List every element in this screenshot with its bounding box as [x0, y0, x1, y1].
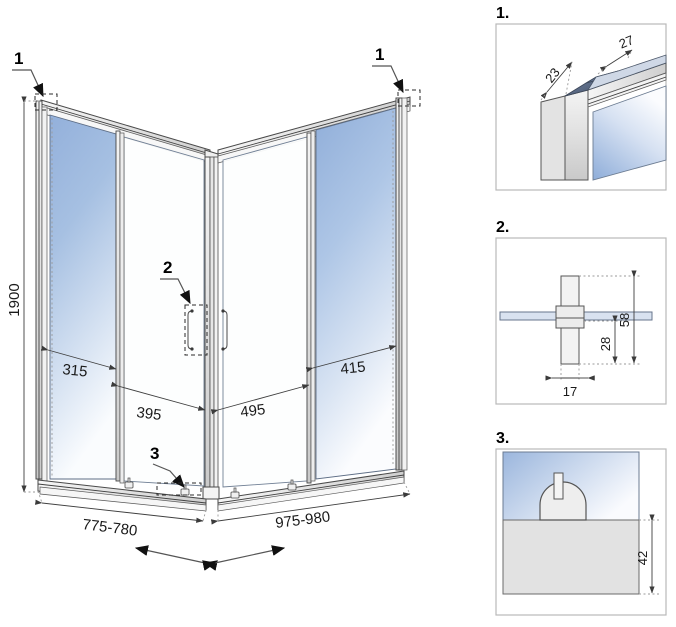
- callout-3: 3: [150, 444, 202, 496]
- dimension-label-415: 415: [340, 358, 367, 378]
- dimension-495: 495: [210, 384, 310, 421]
- right-mullion: [306, 130, 316, 484]
- detail-1-label-27: 27: [617, 32, 636, 51]
- callout-1-right-label: 1: [375, 45, 384, 64]
- dimension-315: 315: [40, 345, 117, 381]
- dimension-775-780: 775-780: [34, 490, 207, 540]
- dimension-label-975-980: 975-980: [274, 508, 331, 532]
- detail-1-dimension-27: 27: [597, 32, 636, 75]
- dimension-label-395: 395: [136, 404, 163, 424]
- left-wall-post: [35, 100, 48, 482]
- dimension-height-1900: 1900: [6, 96, 40, 493]
- detail-panel-3-title: 3.: [496, 430, 509, 447]
- dimension-label-495: 495: [239, 401, 266, 421]
- callout-2: 2: [160, 258, 228, 356]
- left-top-rail: [40, 99, 211, 164]
- door-handle-right: [221, 309, 228, 351]
- detail-panel-1: 1. 23 27: [495, 5, 667, 191]
- detail-2-dimension-28: 28: [598, 315, 618, 364]
- left-fixed-glass-panel: [49, 114, 117, 480]
- left-mullion: [115, 130, 125, 484]
- right-fixed-glass-panel: [315, 107, 397, 480]
- dimension-label-315: 315: [62, 361, 89, 381]
- detail-panel-3: 3. 42: [495, 430, 667, 616]
- detail-panel-2-title: 2.: [496, 219, 509, 236]
- detail-panel-2: 2. 58 28 17: [495, 219, 667, 405]
- detail-2-label-58: 58: [617, 313, 632, 327]
- sliding-direction-arrows: [134, 545, 286, 571]
- dimension-975-980: 975-980: [210, 481, 411, 532]
- dimension-label-775-780: 775-780: [82, 516, 139, 540]
- door-handle-left: [187, 309, 194, 351]
- dimension-label-height: 1900: [6, 283, 23, 316]
- callout-1-right: 1: [372, 45, 421, 107]
- main-enclosure-view: 1900 315 395 495 415 775-780: [6, 45, 421, 571]
- corner-post: [202, 149, 220, 500]
- dimension-415: 415: [305, 345, 397, 378]
- callout-2-label: 2: [163, 258, 172, 277]
- detail-2-dimension-17: 17: [545, 364, 595, 399]
- detail-2-label-28: 28: [598, 337, 613, 351]
- right-sliding-door-glass: [222, 136, 308, 488]
- roller-group-left: [124, 477, 190, 496]
- callout-1-left-label: 1: [14, 49, 23, 68]
- right-wall-post: [395, 97, 408, 471]
- detail-2-dimension-58: 58: [617, 270, 637, 364]
- detail-panel-1-title: 1.: [496, 5, 509, 22]
- dimension-395: 395: [110, 381, 206, 424]
- detail-3-dimension-42: 42: [635, 514, 655, 594]
- detail-3-label-42: 42: [635, 551, 650, 565]
- callout-1-left: 1: [12, 49, 58, 111]
- detail-2-label-17: 17: [563, 384, 577, 399]
- callout-3-label: 3: [150, 444, 159, 463]
